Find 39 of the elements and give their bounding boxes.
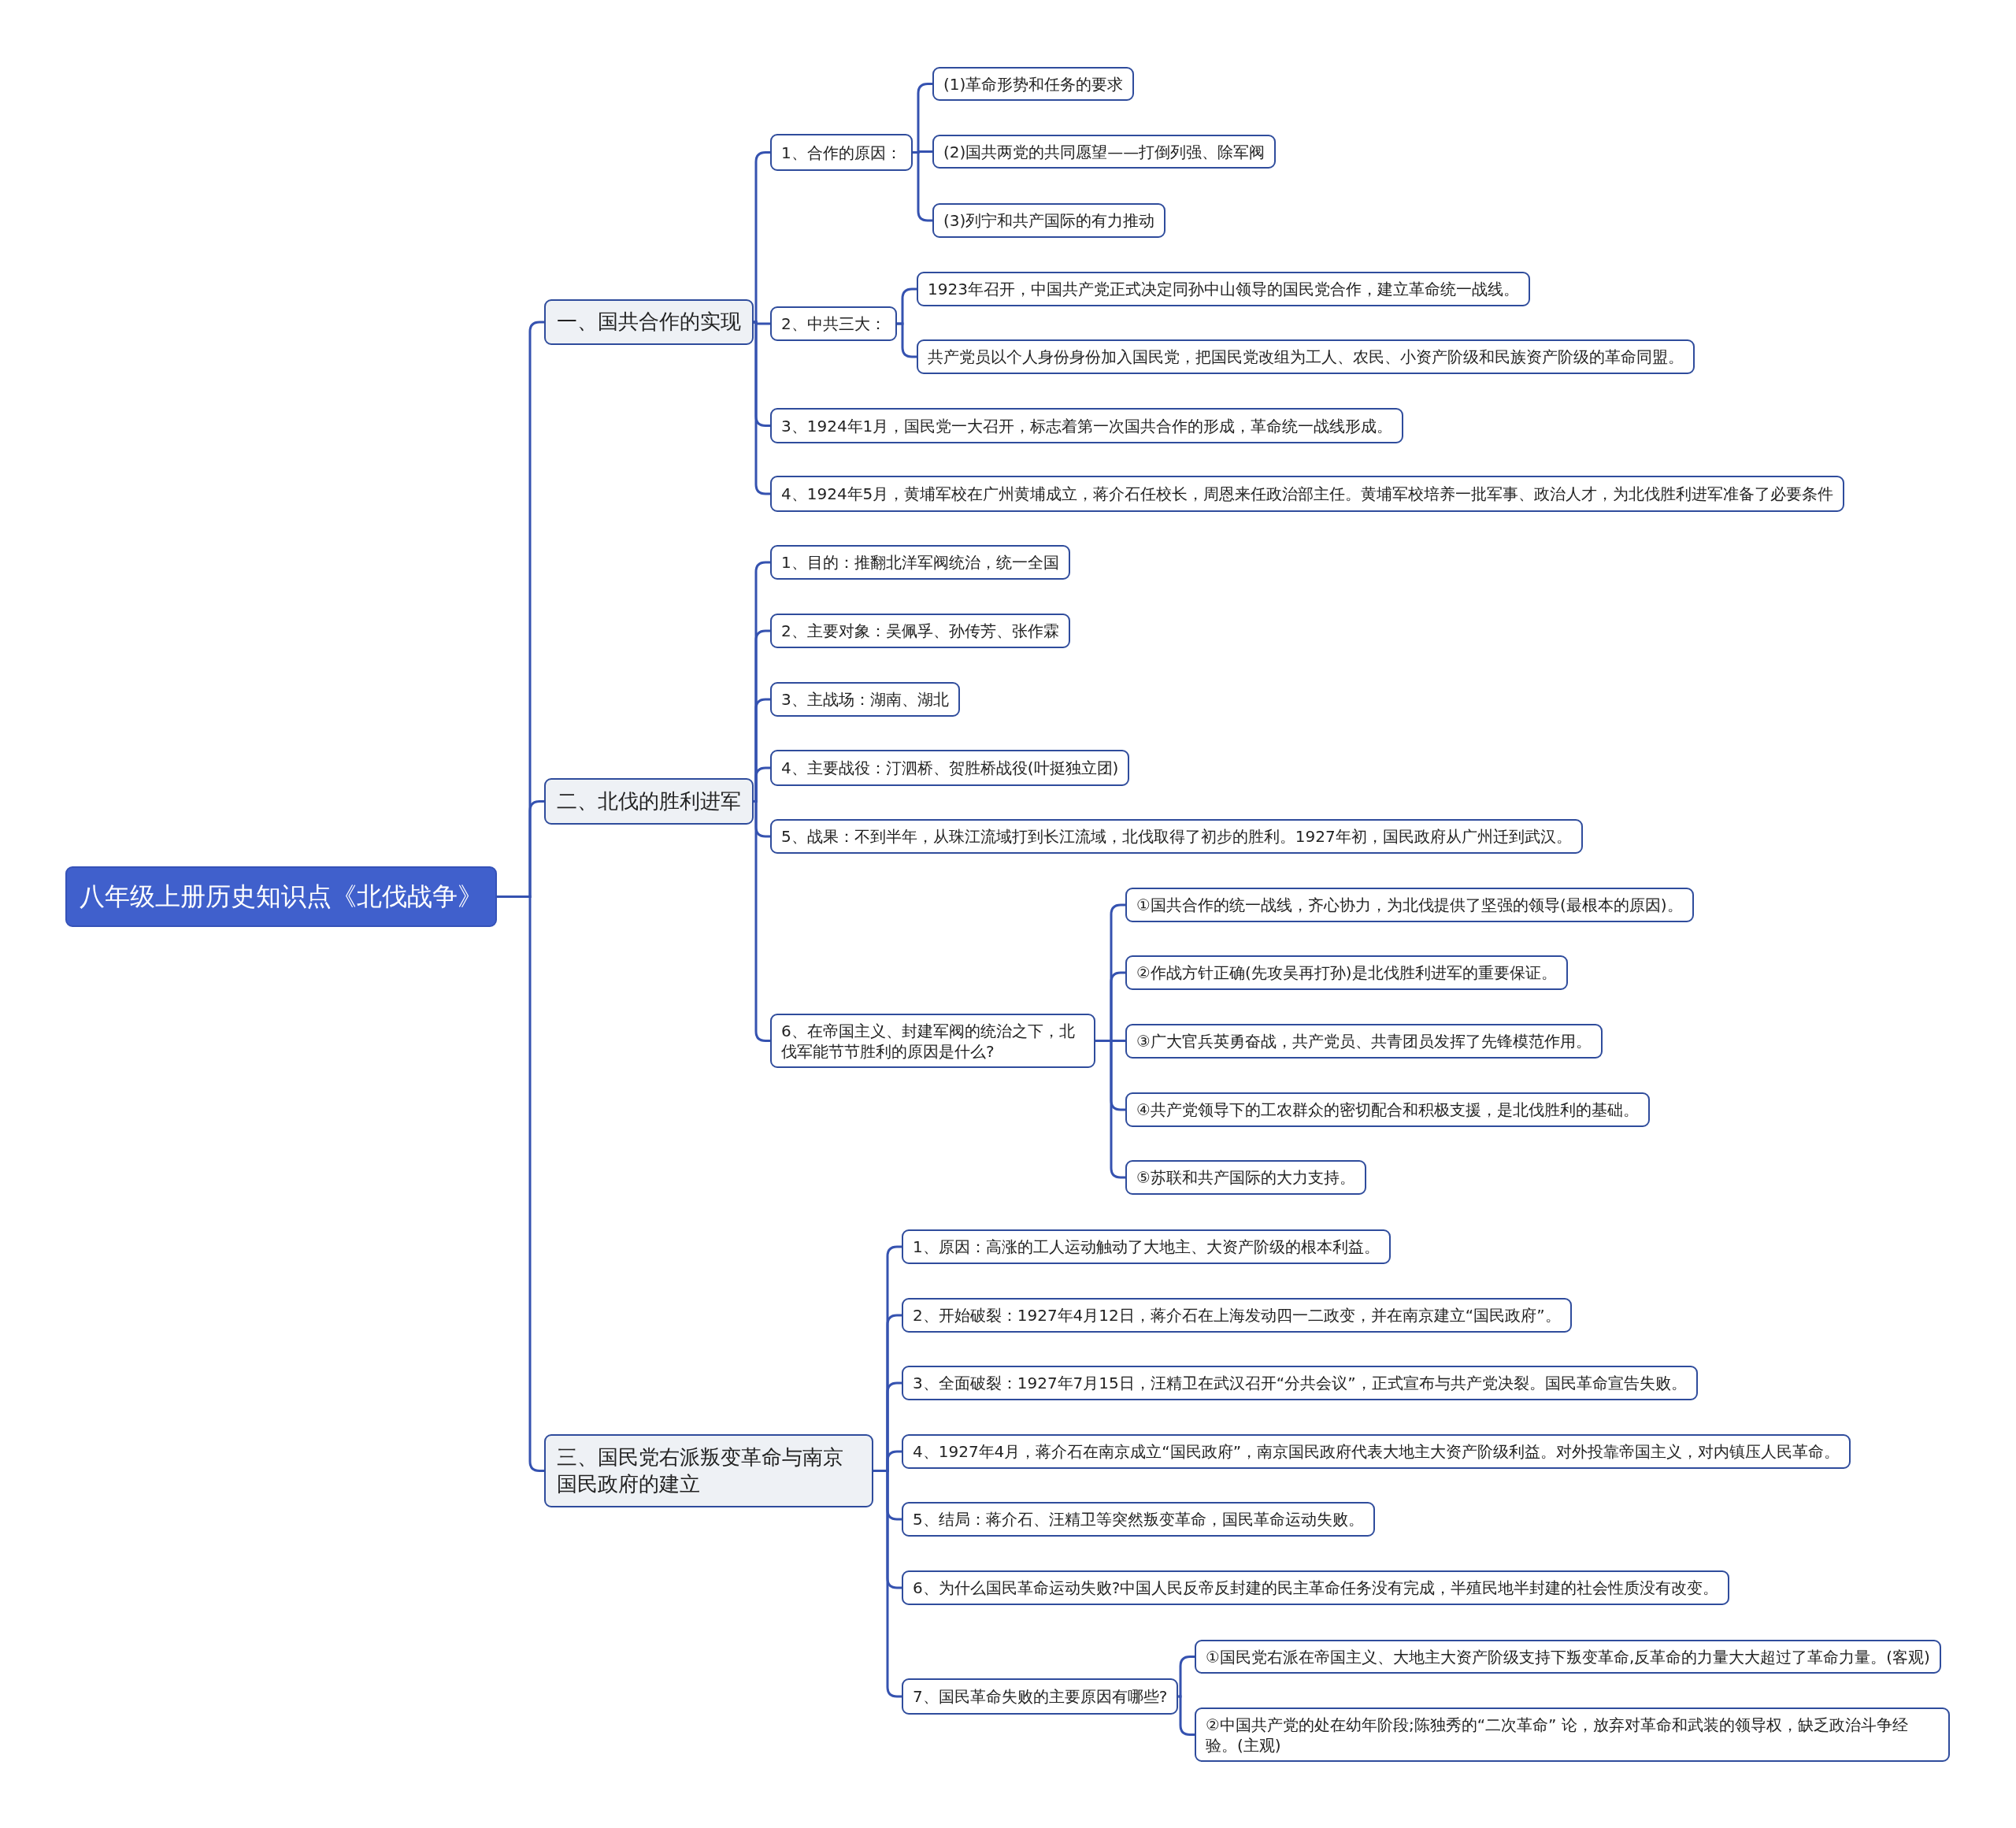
connector-line bbox=[754, 766, 770, 803]
subtopic-box: 共产党员以个人身份身份加入国民党，把国民党改组为工人、农民、小资产阶级和民族资产阶级的革命同盟。 bbox=[917, 339, 1695, 374]
subtopic-box: 1、合作的原因： bbox=[770, 134, 913, 171]
connector-line bbox=[1178, 1656, 1195, 1698]
subtopic-box: 1923年召开，中国共产党正式决定同孙中山领导的国民党合作，建立革命统一战线。 bbox=[917, 272, 1530, 306]
subtopic-box: 6、为什么国民革命运动失败?中国人民反帝反封建的民主革命任务没有完成，半殖民地半封建的社会性质没有改变。 bbox=[902, 1570, 1730, 1605]
subtopic-box: 6、在帝国主义、封建军阀的统治之下，北伐军能节节胜利的原因是什么? bbox=[770, 1014, 1095, 1068]
subtopic-box: ①国共合作的统一战线，齐心协力，为北伐提供了坚强的领导(最根本的原因)。 bbox=[1125, 888, 1694, 922]
subtopic-box: ④共产党领导下的工农群众的密切配合和积极支援，是北伐胜利的基础。 bbox=[1125, 1092, 1650, 1127]
subtopic-box: (3)列宁和共产国际的有力推动 bbox=[932, 203, 1166, 238]
subtopic-box: ①国民党右派在帝国主义、大地主大资产阶级支持下叛变革命,反革命的力量大大超过了革命力量。(客观) bbox=[1195, 1640, 1941, 1674]
subtopic-box: 2、开始破裂：1927年4月12日，蒋介石在上海发动四一二政变，并在南京建立“国民政府”。 bbox=[902, 1298, 1572, 1333]
subtopic-box: 5、结局：蒋介石、汪精卫等突然叛变革命，国民革命运动失败。 bbox=[902, 1502, 1375, 1537]
connector-line bbox=[1178, 1695, 1195, 1736]
branch-topic-box: 二、北伐的胜利进军 bbox=[544, 778, 754, 825]
subtopic-box: (1)革命形势和任务的要求 bbox=[932, 67, 1135, 101]
subtopic-box: ③广大官兵英勇奋战，共产党员、共青团员发挥了先锋模范作用。 bbox=[1125, 1024, 1603, 1059]
connector-line bbox=[896, 322, 917, 358]
subtopic-box: 5、战果：不到半年，从珠江流域打到长江流域，北伐取得了初步的胜利。1927年初，国民政府从广州迁到武汉。 bbox=[770, 819, 1583, 854]
subtopic-box: 1、目的：推翻北洋军阀统治，统一全国 bbox=[770, 545, 1070, 580]
subtopic-box: 7、国民革命失败的主要原因有哪些? bbox=[902, 1678, 1179, 1715]
root-topic-box: 八年级上册历史知识点《北伐战争》 bbox=[65, 866, 497, 927]
connector-line bbox=[753, 800, 770, 1042]
subtopic-box: 2、主要对象：吴佩孚、孙传芳、张作霖 bbox=[770, 614, 1070, 648]
subtopic-box: 4、1924年5月，黄埔军校在广州黄埔成立，蒋介石任校长，周恩来任政治部主任。黄埔军校培养一批军事、政治人才，为北伐胜利进军准备了必要条件 bbox=[770, 476, 1845, 512]
subtopic-box: 1、原因：高涨的工人运动触动了大地主、大资产阶级的根本利益。 bbox=[902, 1229, 1391, 1264]
subtopic-box: ②作战方针正确(先攻吴再打孙)是北伐胜利进军的重要保证。 bbox=[1125, 955, 1568, 990]
subtopic-box: 3、主战场：湖南、湖北 bbox=[770, 682, 960, 717]
subtopic-box: ②中国共产党的处在幼年阶段;陈独秀的“二次革命” 论，放弃对革命和武装的领导权，缺乏政治斗争经验。(主观) bbox=[1195, 1707, 1950, 1762]
subtopic-box: 3、全面破裂：1927年7月15日，汪精卫在武汉召开“分共会议”，正式宣布与共产党决裂。国民革命宣告失败。 bbox=[902, 1366, 1698, 1400]
branch-topic-box: 三、国民党右派叛变革命与南京国民政府的建立 bbox=[544, 1434, 873, 1507]
subtopic-box: 2、中共三大： bbox=[770, 306, 897, 341]
connector-line bbox=[754, 321, 770, 495]
subtopic-box: (2)国共两党的共同愿望——打倒列强、除军阀 bbox=[932, 135, 1277, 169]
branch-topic-box: 一、国共合作的实现 bbox=[544, 299, 754, 345]
subtopic-box: ⑤苏联和共产国际的大力支持。 bbox=[1125, 1160, 1366, 1195]
subtopic-box: 4、主要战役：汀泗桥、贺胜桥战役(叶挺独立团) bbox=[770, 750, 1130, 786]
subtopic-box: 3、1924年1月，国民党一大召开，标志着第一次国共合作的形成，革命统一战线形成。 bbox=[770, 408, 1404, 443]
subtopic-box: 4、1927年4月，蒋介石在南京成立“国民政府”，南京国民政府代表大地主大资产阶级利益。对外投靠帝国主义，对内镇压人民革命。 bbox=[902, 1434, 1851, 1469]
